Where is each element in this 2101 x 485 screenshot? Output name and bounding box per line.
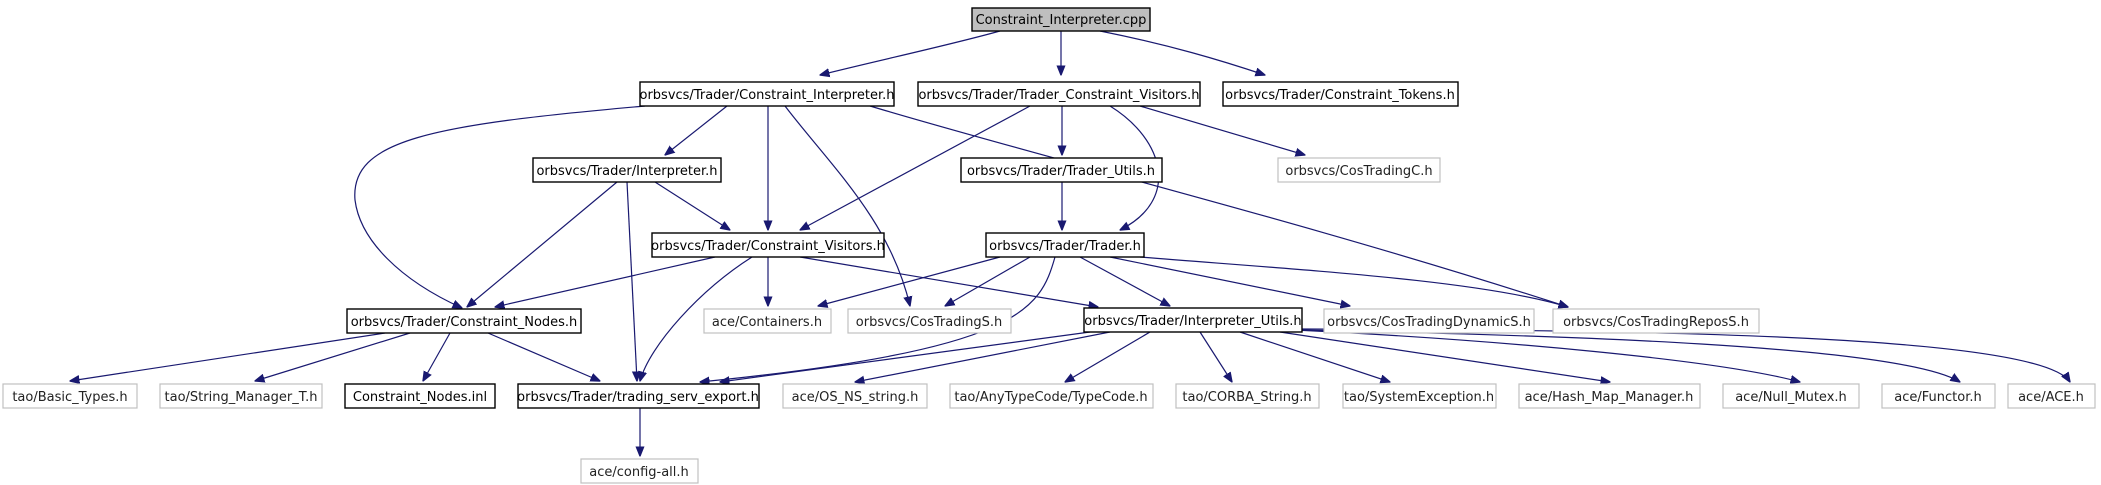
node-label: tao/Basic_Types.h <box>12 390 127 405</box>
edge-cv-iu <box>799 256 1098 307</box>
node-label: orbsvcs/CosTradingReposS.h <box>1563 315 1749 330</box>
edge-cv-cn <box>495 256 716 307</box>
node-ace-h[interactable]: ace/ACE.h <box>2007 383 2096 409</box>
graph-nodes: Constraint_Interpreter.cpp orbsvcs/Trade… <box>2 7 2096 484</box>
node-label: Constraint_Interpreter.cpp <box>976 13 1147 28</box>
node-label: orbsvcs/Trader/trading_serv_export.h <box>517 390 759 405</box>
edge-interp-tse <box>626 181 637 381</box>
node-label: tao/AnyTypeCode/TypeCode.h <box>954 390 1147 405</box>
node-label: orbsvcs/Trader/Constraint_Nodes.h <box>351 315 578 330</box>
node-costradingrepos-h[interactable]: orbsvcs/CosTradingReposS.h <box>1552 308 1760 334</box>
node-typecode-h[interactable]: tao/AnyTypeCode/TypeCode.h <box>949 383 1154 409</box>
node-string-manager-t-h[interactable]: tao/String_Manager_T.h <box>159 383 323 409</box>
node-costradings-h[interactable]: orbsvcs/CosTradingS.h <box>847 308 1012 334</box>
node-label: ace/Containers.h <box>712 315 822 330</box>
node-interpreter-utils-h[interactable]: orbsvcs/Trader/Interpreter_Utils.h <box>1083 307 1303 333</box>
node-label: orbsvcs/CosTradingS.h <box>856 315 1002 330</box>
edge-iu-hashmap <box>1279 331 1610 382</box>
edge-ci-ctrepos <box>869 105 1568 307</box>
node-label: orbsvcs/Trader/Constraint_Visitors.h <box>651 239 885 254</box>
node-label: Constraint_Nodes.inl <box>353 390 487 405</box>
node-trader-h[interactable]: orbsvcs/Trader/Trader.h <box>985 232 1145 258</box>
edge-trader-costradings <box>945 256 1031 306</box>
edge-root-ct <box>1099 30 1265 75</box>
edge-trader-ctdyn <box>1109 256 1350 306</box>
node-label: orbsvcs/Trader/Interpreter_Utils.h <box>1084 314 1301 329</box>
node-containers-h[interactable]: ace/Containers.h <box>703 308 832 334</box>
node-basic-types-h[interactable]: tao/Basic_Types.h <box>2 383 138 409</box>
edge-ci-interp <box>665 105 728 155</box>
edge-cv-tse <box>640 256 753 381</box>
edge-iu-osns <box>855 331 1111 382</box>
node-label: ace/Null_Mutex.h <box>1735 390 1847 405</box>
node-label: orbsvcs/Trader/Trader_Constraint_Visitor… <box>918 88 1199 103</box>
edge-cn-strmgr <box>255 332 411 381</box>
edge-iu-nullmutex <box>1294 329 1800 382</box>
node-systemexception-h[interactable]: tao/SystemException.h <box>1342 383 1497 409</box>
node-interpreter-h[interactable]: orbsvcs/Trader/Interpreter.h <box>532 157 722 183</box>
edge-iu-sysexc <box>1239 331 1390 382</box>
edge-iu-corbastr <box>1199 331 1232 382</box>
node-constraint-interpreter-cpp[interactable]: Constraint_Interpreter.cpp <box>971 7 1151 32</box>
node-label: ace/Hash_Map_Manager.h <box>1525 390 1694 405</box>
node-label: orbsvcs/CosTradingC.h <box>1285 164 1432 179</box>
node-label: ace/ACE.h <box>2018 390 2084 405</box>
node-null-mutex-h[interactable]: ace/Null_Mutex.h <box>1722 383 1860 409</box>
edge-interp-cn <box>467 181 618 307</box>
node-label: orbsvcs/Trader/Interpreter.h <box>536 164 717 179</box>
edge-ci-costradings <box>784 105 910 306</box>
edge-cn-tse <box>487 332 600 381</box>
edge-trader-containers <box>818 256 1001 306</box>
edge-iu-functor <box>1299 329 1960 382</box>
node-label: ace/Functor.h <box>1894 390 1981 405</box>
edge-tcv-cv <box>800 105 1031 230</box>
node-label: tao/CORBA_String.h <box>1182 390 1311 405</box>
edge-trader-ctrepos <box>1139 256 1568 307</box>
node-trading-serv-export-h[interactable]: orbsvcs/Trader/trading_serv_export.h <box>517 383 760 409</box>
node-constraint-nodes-inl[interactable]: Constraint_Nodes.inl <box>344 383 496 409</box>
dependency-edges <box>70 30 2070 456</box>
node-os-ns-string-h[interactable]: ace/OS_NS_string.h <box>782 383 928 409</box>
edge-tcv-costradingc <box>1139 105 1305 155</box>
node-trader-utils-h[interactable]: orbsvcs/Trader/Trader_Utils.h <box>960 157 1163 183</box>
edge-root-ci <box>820 30 1001 75</box>
node-label: tao/SystemException.h <box>1344 390 1494 405</box>
node-corba-string-h[interactable]: tao/CORBA_String.h <box>1175 383 1320 409</box>
node-label: ace/OS_NS_string.h <box>792 390 919 405</box>
node-label: orbsvcs/Trader/Constraint_Tokens.h <box>1225 88 1455 103</box>
node-constraint-interpreter-h[interactable]: orbsvcs/Trader/Constraint_Interpreter.h <box>639 81 895 107</box>
edge-cn-cninl <box>423 332 451 381</box>
node-constraint-nodes-h[interactable]: orbsvcs/Trader/Constraint_Nodes.h <box>346 308 582 334</box>
node-costradingdynamics-h[interactable]: orbsvcs/CosTradingDynamicS.h <box>1323 308 1535 334</box>
node-config-all-h[interactable]: ace/config-all.h <box>580 458 699 484</box>
node-label: orbsvcs/Trader/Trader_Utils.h <box>967 164 1155 179</box>
node-constraint-tokens-h[interactable]: orbsvcs/Trader/Constraint_Tokens.h <box>1222 81 1459 107</box>
node-label: orbsvcs/Trader/Constraint_Interpreter.h <box>640 88 895 103</box>
node-label: orbsvcs/CosTradingDynamicS.h <box>1327 315 1531 330</box>
edge-iu-tse <box>720 331 1091 382</box>
node-label: tao/String_Manager_T.h <box>165 390 318 405</box>
node-label: ace/config-all.h <box>589 465 689 480</box>
edge-iu-typecode <box>1065 331 1151 382</box>
node-costradingc-h[interactable]: orbsvcs/CosTradingC.h <box>1277 157 1441 183</box>
node-functor-h[interactable]: ace/Functor.h <box>1881 383 1996 409</box>
node-trader-constraint-visitors-h[interactable]: orbsvcs/Trader/Trader_Constraint_Visitor… <box>917 81 1201 107</box>
node-hash-map-manager-h[interactable]: ace/Hash_Map_Manager.h <box>1518 383 1701 409</box>
edge-interp-cv <box>654 181 730 230</box>
edge-cn-basictypes <box>70 332 386 381</box>
node-label: orbsvcs/Trader/Trader.h <box>989 239 1141 254</box>
edge-trader-iu <box>1079 256 1170 306</box>
node-constraint-visitors-h[interactable]: orbsvcs/Trader/Constraint_Visitors.h <box>651 232 885 258</box>
edge-ci-cn <box>354 105 646 308</box>
